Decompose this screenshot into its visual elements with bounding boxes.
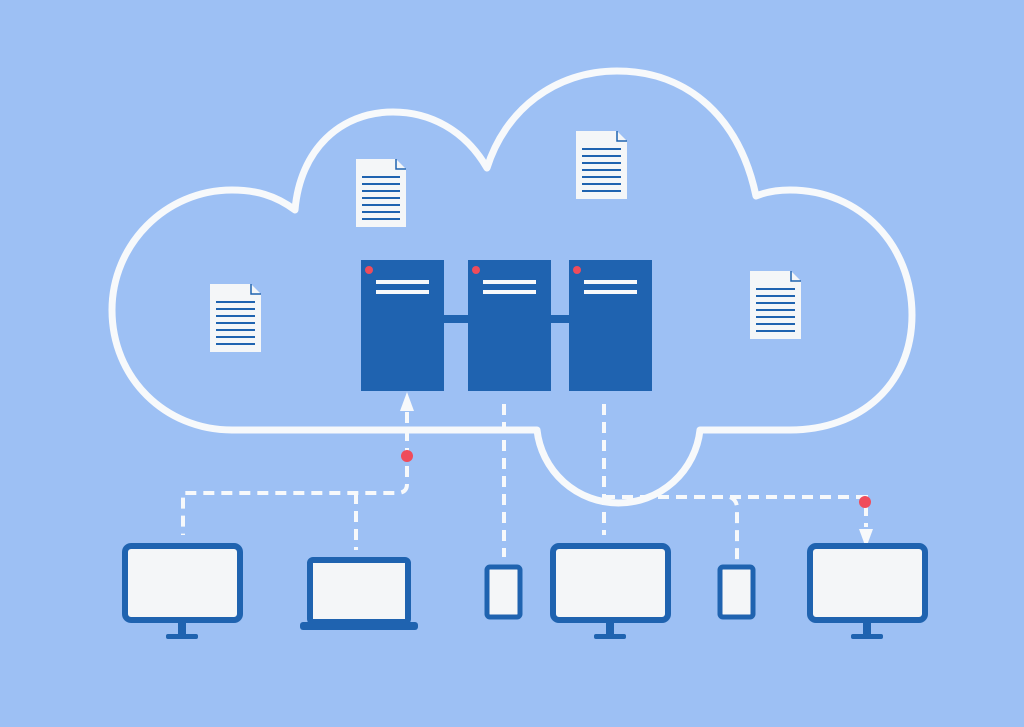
document-icon [750,271,801,339]
connection-line [729,495,739,563]
smartphone-icon [484,564,523,620]
document-icon [576,131,627,199]
server-connector [444,315,468,323]
laptop-icon [300,557,418,630]
server-icon [569,260,652,391]
desktop-monitor-icon [122,543,243,639]
server-icon [468,260,551,391]
arrow-up-icon [400,392,414,411]
smartphone-icon [717,564,756,620]
document-icon [356,159,406,227]
document-icon [210,284,261,352]
server-connector [551,315,569,323]
desktop-monitor-icon [807,543,928,639]
connection-line [181,412,409,535]
arrow-down-icon [859,529,873,548]
status-dot [401,450,413,462]
desktop-monitor-icon [550,543,671,639]
status-dot [859,496,871,508]
cloud-icon [108,67,916,507]
server-icon [361,260,444,391]
